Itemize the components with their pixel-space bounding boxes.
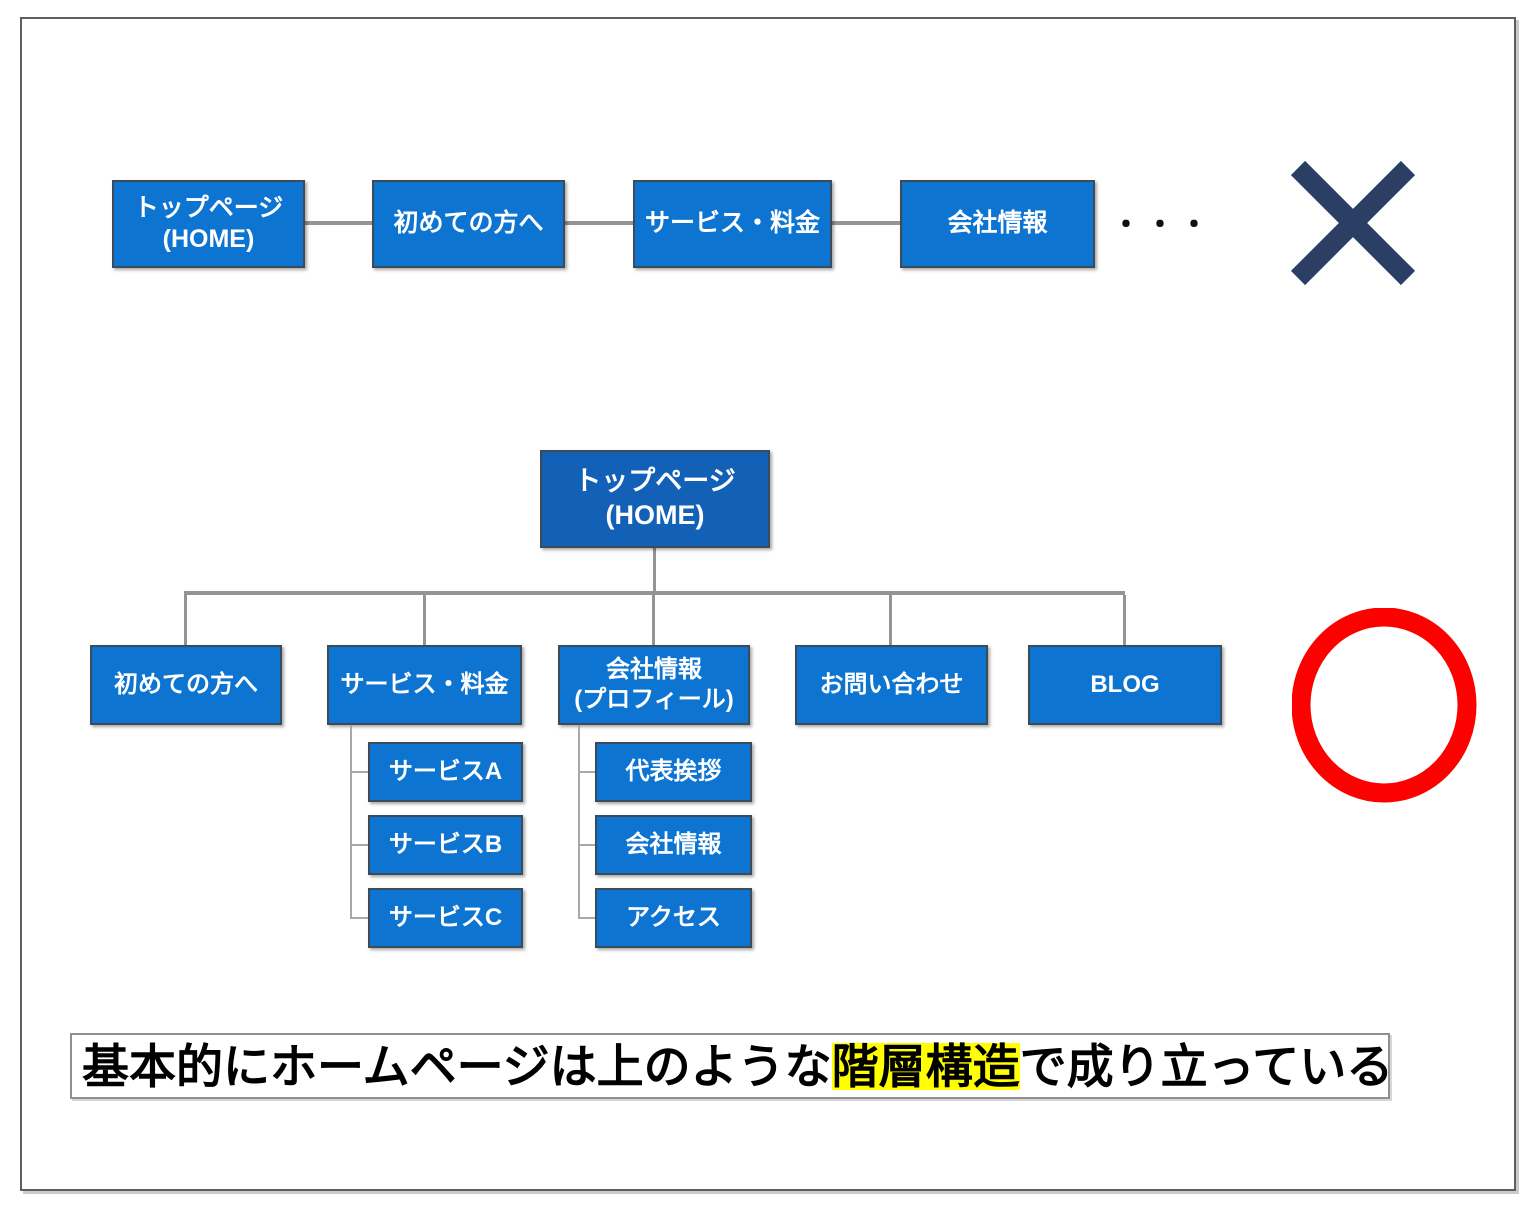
tree-root-stem xyxy=(653,548,656,593)
flat-node-company-info: 会社情報 xyxy=(900,180,1095,268)
subnode-access-label: アクセス xyxy=(626,904,721,931)
ellipsis-dots: ・・・ xyxy=(1111,209,1213,242)
tree-node-services-label: サービス・料金 xyxy=(340,671,509,698)
tree-node-company-label: 会社情報 (プロフィール) xyxy=(574,656,734,713)
subnode-service-c-label: サービスC xyxy=(388,904,503,931)
tree-horizontal-bar xyxy=(184,591,1125,595)
caption-text-post: で成り立っている xyxy=(1019,1039,1394,1093)
caption-box: 基本的にホームページは上のような階層構造で成り立っている xyxy=(70,1033,1393,1099)
tree-node-contact: お問い合わせ xyxy=(795,645,988,725)
subnode-service-a-label: サービスA xyxy=(388,758,503,785)
tree-drop-5 xyxy=(1123,595,1126,645)
subnode-access: アクセス xyxy=(595,888,752,948)
services-stub-1 xyxy=(350,771,368,773)
caption-text-pre: 基本的にホームページは上のような xyxy=(82,1039,832,1093)
tree-node-contact-label: お問い合わせ xyxy=(819,671,964,698)
subnode-service-c: サービスC xyxy=(368,888,523,948)
tree-node-company: 会社情報 (プロフィール) xyxy=(558,645,750,725)
flat-node-first-time-label: 初めての方へ xyxy=(393,209,544,238)
tree-node-first-time: 初めての方へ xyxy=(90,645,282,725)
caption-text-highlight: 階層構造 xyxy=(831,1039,1020,1093)
tree-node-services: サービス・料金 xyxy=(327,645,522,725)
tree-node-first-time-label: 初めての方へ xyxy=(114,671,258,698)
flat-connector-1 xyxy=(305,221,372,225)
tree-root: トップページ (HOME) xyxy=(540,450,770,548)
flat-connector-2 xyxy=(565,221,633,225)
flat-node-home: トップページ (HOME) xyxy=(112,180,305,268)
tree-root-label: トップページ (HOME) xyxy=(574,466,736,530)
company-stub-2 xyxy=(578,844,595,846)
tree-drop-2 xyxy=(423,595,426,645)
tree-drop-1 xyxy=(184,595,187,645)
flat-node-service-price: サービス・料金 xyxy=(633,180,832,268)
flat-connector-3 xyxy=(832,221,900,225)
company-subtree-vertical xyxy=(578,725,580,918)
tree-drop-4 xyxy=(889,595,892,645)
subnode-service-b-label: サービスB xyxy=(388,831,503,858)
subnode-service-b: サービスB xyxy=(368,815,523,875)
tree-drop-3 xyxy=(652,595,655,645)
subnode-company-info-label: 会社情報 xyxy=(625,831,722,858)
services-stub-3 xyxy=(350,917,368,919)
subnode-company-info: 会社情報 xyxy=(595,815,752,875)
flat-node-service-price-label: サービス・料金 xyxy=(644,209,820,238)
flat-node-company-info-label: 会社情報 xyxy=(947,209,1048,238)
subnode-greeting-label: 代表挨拶 xyxy=(625,758,722,785)
company-stub-3 xyxy=(578,917,595,919)
flat-node-home-label: トップページ (HOME) xyxy=(133,193,284,253)
x-mark-icon xyxy=(1286,156,1420,295)
services-subtree-vertical xyxy=(350,725,352,918)
company-stub-1 xyxy=(578,771,595,773)
subnode-greeting: 代表挨拶 xyxy=(595,742,752,802)
flat-node-first-time: 初めての方へ xyxy=(372,180,565,268)
services-stub-2 xyxy=(350,844,368,846)
tree-node-blog: BLOG xyxy=(1028,645,1222,725)
tree-node-blog-label: BLOG xyxy=(1090,671,1160,698)
subnode-service-a: サービスA xyxy=(368,742,523,802)
circle-mark-icon xyxy=(1291,607,1477,808)
